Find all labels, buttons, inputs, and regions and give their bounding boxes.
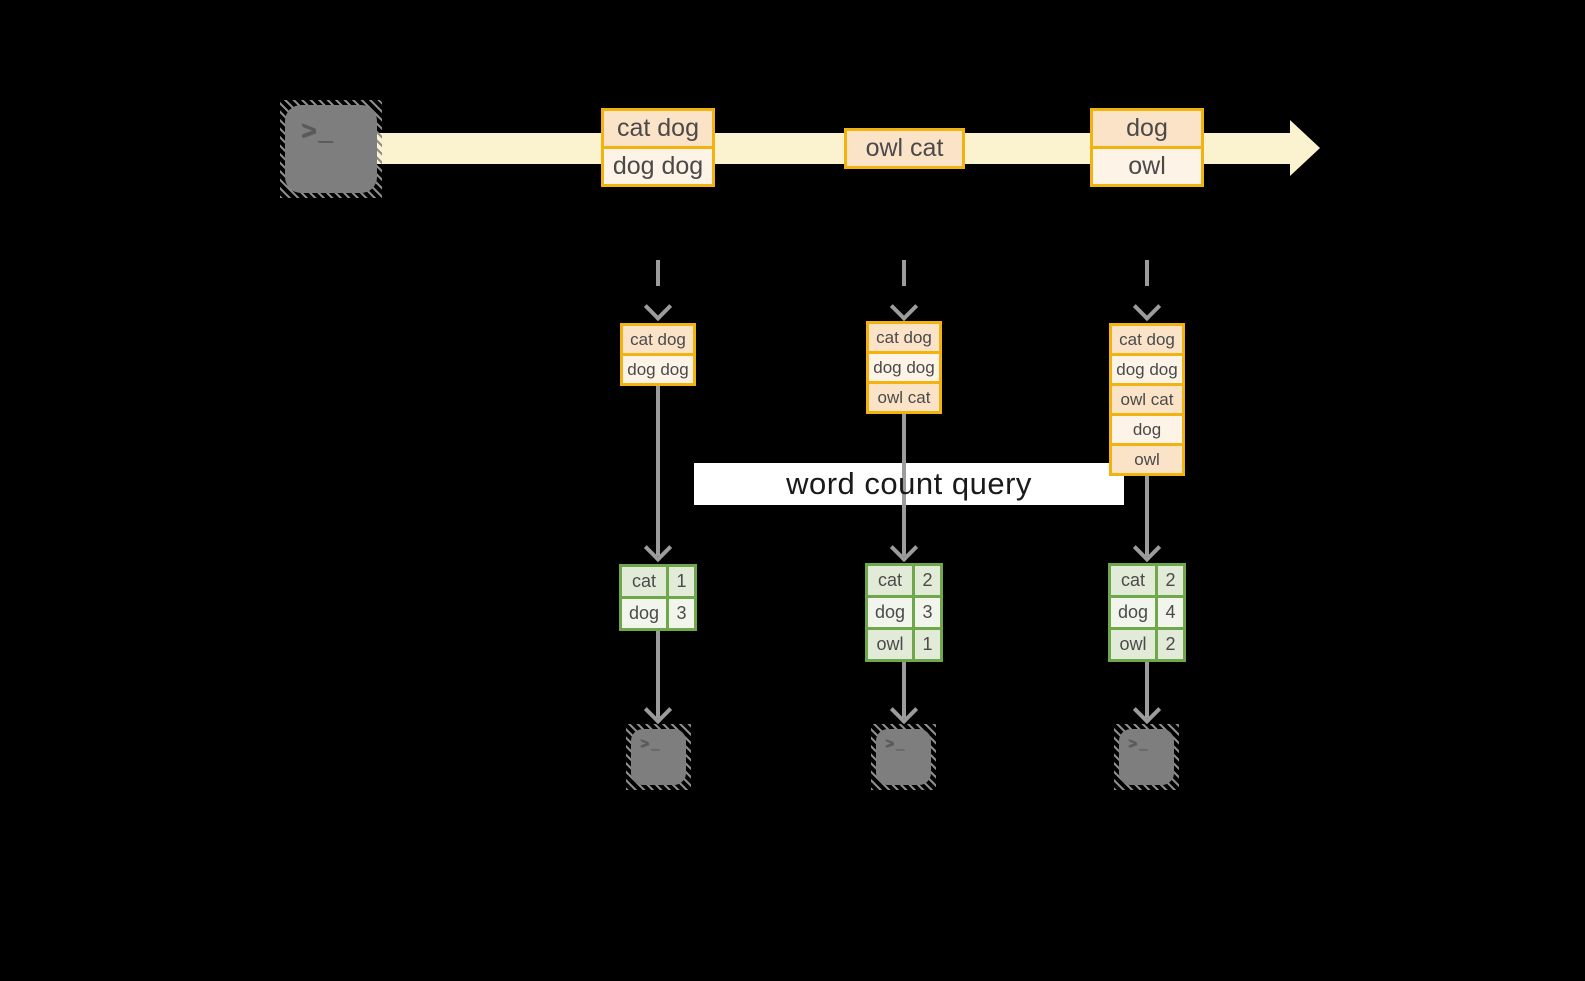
consumer-terminal-icon-2: >_ — [871, 724, 936, 790]
state-record: owl cat — [869, 381, 939, 411]
terminal-prompt-glyph: >_ — [885, 735, 907, 752]
query-label-bar — [694, 463, 1124, 505]
arrowhead-icon-consumer-3 — [1132, 695, 1162, 725]
arrow-shaft-state-to-result-1 — [656, 385, 660, 556]
consumer-terminal-icon-1: >_ — [626, 724, 691, 790]
consumer-terminal-icon-3: >_ — [1114, 724, 1179, 790]
stream-message-batch-3: dog owl — [1090, 108, 1204, 187]
result-table-1: cat 1 dog 3 — [619, 564, 697, 631]
dashed-arrow-shaft-3 — [1145, 260, 1149, 298]
arrow-shaft-result-to-consumer-1 — [656, 628, 660, 718]
arrowhead-icon-result-1 — [643, 533, 673, 563]
arrow-shaft-state-to-result-3 — [1145, 475, 1149, 556]
arrowhead-icon-result-3 — [1132, 533, 1162, 563]
result-count-cell: 2 — [1158, 566, 1183, 595]
terminal-prompt-glyph: >_ — [1128, 735, 1150, 752]
state-record: owl — [1112, 443, 1182, 473]
result-word-cell: dog — [622, 599, 666, 628]
terminal-screen: >_ — [1119, 729, 1174, 785]
dashed-arrow-shaft-1 — [656, 260, 660, 298]
terminal-screen: >_ — [876, 729, 931, 785]
result-table-2: cat 2 dog 3 owl 1 — [865, 563, 943, 662]
terminal-prompt-glyph: >_ — [640, 735, 662, 752]
state-record: dog dog — [869, 351, 939, 381]
terminal-screen: >_ — [285, 105, 377, 193]
state-record: dog — [1112, 413, 1182, 443]
state-box-3: cat dog dog dog owl cat dog owl — [1109, 323, 1185, 476]
terminal-prompt-glyph: >_ — [301, 115, 335, 145]
dashed-arrowhead-icon-2 — [889, 292, 919, 322]
arrow-shaft-result-to-consumer-2 — [902, 660, 906, 718]
state-box-1: cat dog dog dog — [620, 323, 696, 386]
result-word-cell: owl — [868, 630, 912, 659]
result-count-cell: 3 — [915, 598, 940, 627]
arrowhead-icon-consumer-2 — [889, 695, 919, 725]
result-word-cell: cat — [1111, 566, 1155, 595]
state-record: dog dog — [1112, 353, 1182, 383]
arrow-shaft-result-to-consumer-3 — [1145, 660, 1149, 718]
state-record: cat dog — [869, 324, 939, 351]
result-count-cell: 4 — [1158, 598, 1183, 627]
stream-message-batch-2: owl cat — [844, 128, 965, 169]
result-word-cell: cat — [868, 566, 912, 595]
result-count-cell: 1 — [669, 567, 694, 596]
dashed-arrowhead-icon-3 — [1132, 292, 1162, 322]
message-record: dog — [1093, 111, 1201, 146]
result-table-3: cat 2 dog 4 owl 2 — [1108, 563, 1186, 662]
state-record: owl cat — [1112, 383, 1182, 413]
arrowhead-icon-consumer-1 — [643, 695, 673, 725]
stream-arrowhead-icon — [1290, 120, 1320, 176]
state-record: cat dog — [1112, 326, 1182, 353]
query-label: word count query — [786, 466, 1032, 501]
dashed-arrowhead-icon-1 — [643, 292, 673, 322]
message-record: owl — [1093, 146, 1201, 184]
result-count-cell: 1 — [915, 630, 940, 659]
dashed-arrow-shaft-2 — [902, 260, 906, 298]
result-count-cell: 2 — [915, 566, 940, 595]
message-record: dog dog — [604, 146, 712, 184]
state-record: cat dog — [623, 326, 693, 353]
source-terminal-icon: >_ — [280, 100, 382, 198]
result-word-cell: dog — [868, 598, 912, 627]
result-word-cell: dog — [1111, 598, 1155, 627]
result-count-cell: 2 — [1158, 630, 1183, 659]
terminal-screen: >_ — [631, 729, 686, 785]
message-record: owl cat — [847, 131, 962, 166]
result-word-cell: owl — [1111, 630, 1155, 659]
state-box-2: cat dog dog dog owl cat — [866, 321, 942, 414]
stream-message-batch-1: cat dog dog dog — [601, 108, 715, 187]
state-record: dog dog — [623, 353, 693, 383]
arrow-shaft-state-to-result-2 — [902, 413, 906, 556]
message-record: cat dog — [604, 111, 712, 146]
result-count-cell: 3 — [669, 599, 694, 628]
arrowhead-icon-result-2 — [889, 533, 919, 563]
result-word-cell: cat — [622, 567, 666, 596]
